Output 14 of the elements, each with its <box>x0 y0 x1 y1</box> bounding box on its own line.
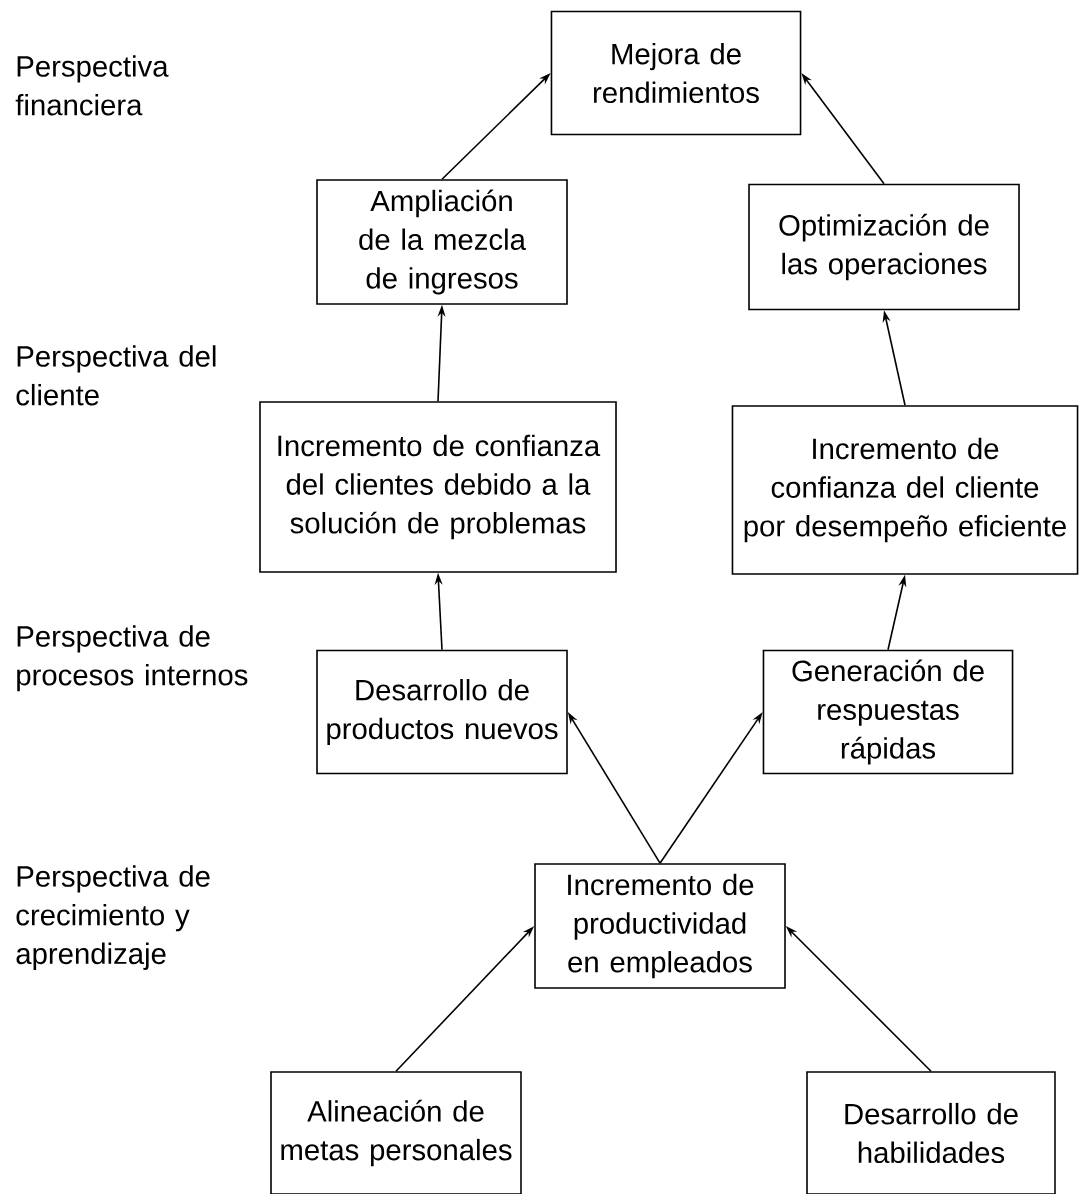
process-box: Optimización de las operaciones <box>748 183 1020 311</box>
process-box: Incremento de productividad en empleados <box>534 863 786 989</box>
perspective-label: Perspectiva financiera <box>15 55 169 116</box>
process-box: Desarrollo de productos nuevos <box>316 649 568 775</box>
process-box: Incremento de confianza del cliente por desempeño eficiente <box>731 405 1079 575</box>
process-box: Incremento de confianza del clientes debido a la solución de problemas <box>259 401 617 573</box>
process-box: Generación de respuestas rápidas <box>762 649 1014 775</box>
perspective-label: Perspectiva de procesos internos <box>17 625 248 692</box>
perspective-label: Perspectiva de crecimiento y aprendizaje <box>16 865 210 970</box>
process-box: Desarrollo de habilidades <box>806 1071 1056 1194</box>
process-box: Ampliación de la mezcla de ingresos <box>316 179 568 305</box>
perspective-label: Perspectiva del cliente <box>16 345 216 406</box>
process-box: Alineación de metas personales <box>270 1071 522 1194</box>
process-box: Mejora de rendimientos <box>550 10 802 136</box>
